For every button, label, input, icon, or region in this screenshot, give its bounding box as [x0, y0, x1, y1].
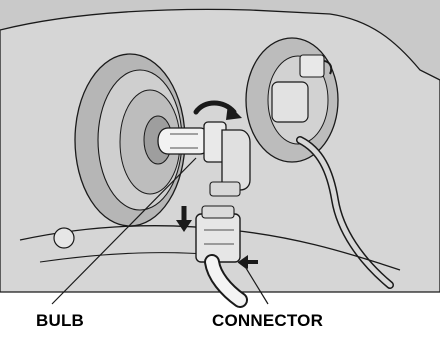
connector: [195, 205, 241, 263]
wiring-harness: [296, 54, 394, 289]
connector-leader-line: [237, 261, 269, 305]
connector-label: CONNECTOR: [212, 311, 324, 330]
pull-arrow-icon: [176, 206, 192, 232]
bulb-leader-line: [51, 157, 197, 305]
rotate-arrow-icon: [193, 100, 242, 120]
caption-band: [0, 292, 440, 344]
bulb: [157, 127, 209, 155]
squeeze-arrow-icon: [238, 255, 258, 269]
mount-bolt: [53, 227, 75, 249]
bulb-socket: [203, 121, 251, 197]
left-reflector: [74, 53, 186, 227]
right-reflector: [245, 37, 339, 163]
connector-cable: [206, 256, 246, 306]
bulb-label: BULB: [36, 311, 85, 330]
